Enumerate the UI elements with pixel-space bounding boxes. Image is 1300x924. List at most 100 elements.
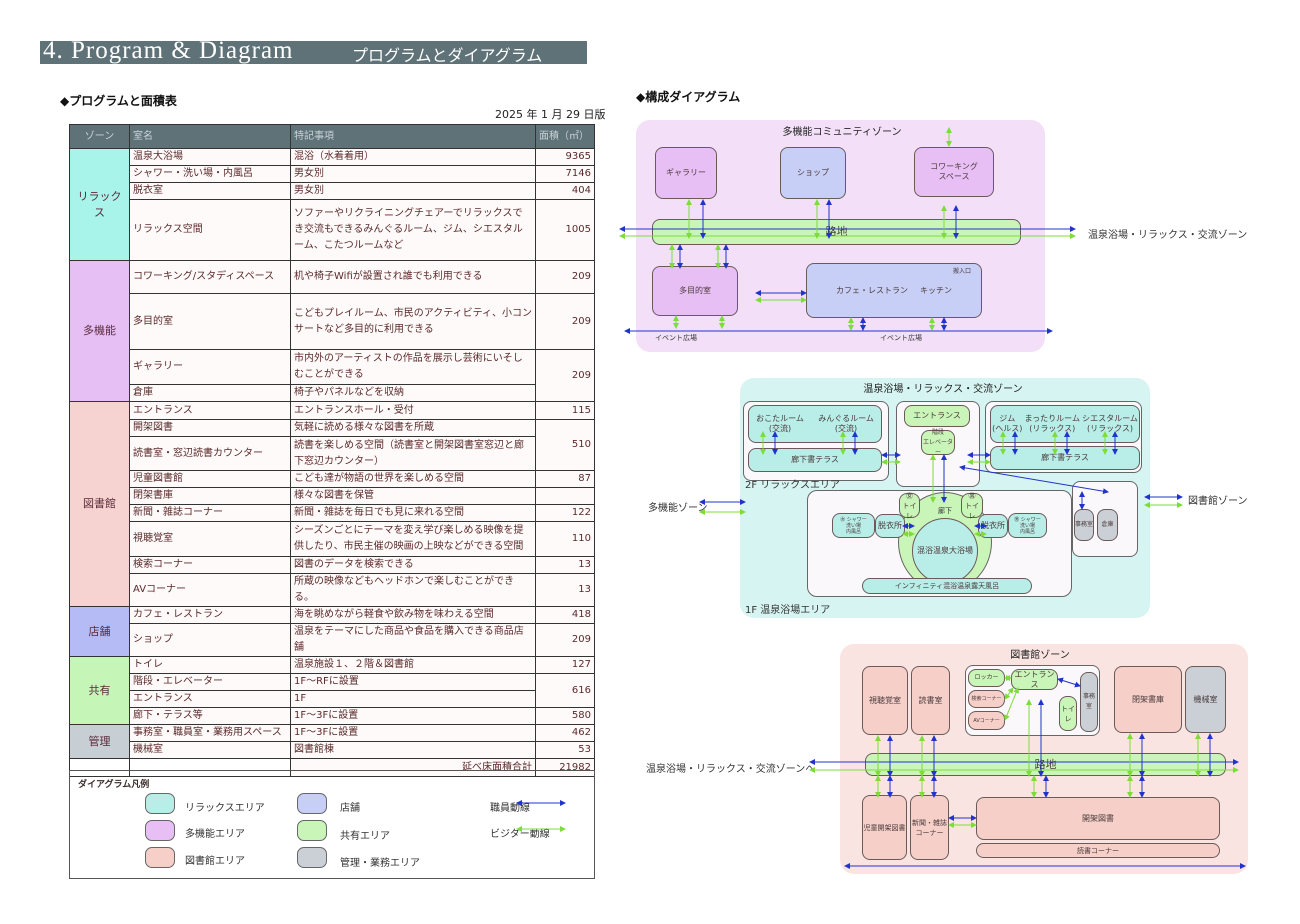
area-cell: 209 bbox=[535, 260, 595, 294]
toilet-male: ㊚ トイレ bbox=[961, 492, 983, 520]
room-cell: 閉架書庫 bbox=[129, 487, 291, 505]
total-area: 21982 bbox=[535, 758, 595, 777]
room-cell: ショップ bbox=[129, 623, 291, 657]
cafe-label: カフェ・レストラン bbox=[836, 285, 908, 295]
room-cell: 読書室・窓辺読書カウンター bbox=[129, 436, 291, 471]
legend-title: ダイアグラム凡例 bbox=[78, 780, 150, 790]
locker: ロッカー bbox=[968, 669, 1005, 687]
room-coworking: コワーキング スペース bbox=[914, 147, 994, 197]
column-header: 室名 bbox=[129, 124, 291, 149]
table-row: 視聴覚室シーズンごとにテーマを変え学び楽しめる映像を提供したり、市民主催の映画の… bbox=[70, 521, 595, 557]
note-cell: 机や椅子Wifiが設置され誰でも利用できる bbox=[290, 260, 536, 294]
room-entrance: エントランス bbox=[904, 405, 970, 427]
room-cell: リラックス空間 bbox=[129, 199, 291, 261]
room-cell: 階段・エレベーター bbox=[129, 673, 291, 691]
program-heading: ◆プログラムと面積表 bbox=[60, 94, 177, 108]
note-cell: 市内外のアーティストの作品を展示し芸術にいそしむことができる bbox=[290, 349, 536, 385]
area-cell: 209 bbox=[535, 623, 595, 657]
room-cell: シャワー・洗い場・内風呂 bbox=[129, 165, 291, 183]
room-cell: カフェ・レストラン bbox=[129, 606, 291, 624]
legend-label: 共有エリア bbox=[340, 831, 390, 842]
table-row: 読書室・窓辺読書カウンター読書を楽しめる空間（読書室と開架図書室窓辺と廊下窓辺カ… bbox=[70, 436, 595, 471]
room-cell: 倉庫 bbox=[129, 384, 291, 402]
area-cell: 110 bbox=[535, 521, 595, 557]
room-storage: 倉庫 bbox=[1097, 509, 1118, 541]
area-cell: 580 bbox=[535, 707, 595, 725]
note-cell: 椅子やパネルなどを収納 bbox=[290, 384, 536, 402]
library-alley: 路地 bbox=[865, 753, 1226, 776]
legend-label: 店舗 bbox=[340, 803, 360, 814]
room-av: 視聴覚室 bbox=[862, 666, 908, 735]
legend-swatch-shared bbox=[297, 820, 327, 841]
infinity-bath: インフィニティ混浴温泉露天風呂 bbox=[862, 578, 1032, 594]
area-cell: 122 bbox=[535, 504, 595, 522]
room-okota: おこたルーム (交流) bbox=[756, 414, 804, 433]
room-cell: 新聞・雑誌コーナー bbox=[129, 504, 291, 522]
table-row: リラックス温泉大浴場混浴（水着着用）9365 bbox=[69, 148, 595, 261]
area-cell: 53 bbox=[535, 741, 595, 759]
page-title-jp: プログラムとダイアグラム bbox=[352, 46, 543, 64]
note-cell: 混浴（水着着用） bbox=[290, 148, 536, 166]
area-cell: 9365 bbox=[535, 148, 595, 166]
note-cell: 男女別 bbox=[290, 165, 536, 183]
shower-female: ㊛ シャワー 洗い場 内風呂 bbox=[832, 513, 875, 538]
note-cell: 1F bbox=[290, 690, 536, 708]
table-row: 多目的室こどもプレイルーム、市民のアクティビティ、小コンサートなど多目的に利用で… bbox=[70, 293, 595, 350]
room-cell: AVコーナー bbox=[129, 573, 291, 607]
room-cafe-restaurant: カフェ・レストラン キッチン 搬入口 bbox=[806, 263, 982, 318]
room-cell: 検索コーナー bbox=[129, 556, 291, 574]
zone-cell: 図書館 bbox=[69, 401, 130, 607]
terrace-right: 廊下書テラス bbox=[990, 446, 1140, 470]
column-header: ゾーン bbox=[69, 124, 130, 149]
floor-2f-label: 2F リラックスエリア bbox=[745, 480, 840, 491]
zone-cell: 管理 bbox=[69, 724, 130, 759]
children-stack: 児童開架図書 bbox=[862, 795, 907, 860]
room-cell: 多目的室 bbox=[129, 293, 291, 350]
note-cell: 所蔵の映像などもヘッドホンで楽しむことができる。 bbox=[290, 573, 536, 607]
area-cell: 127 bbox=[535, 656, 595, 674]
note-cell: 温泉をテーマにした商品や食品を購入できる商品店舗 bbox=[290, 623, 536, 657]
link-multi-zone-label: 多機能ゾーン bbox=[648, 503, 708, 514]
zone-cell: リラックス bbox=[69, 148, 130, 261]
note-cell: 新聞・雑誌を毎日でも見に来れる空間 bbox=[290, 504, 536, 522]
note-cell: 男女別 bbox=[290, 182, 536, 200]
room-cell: エントランス bbox=[129, 690, 291, 708]
area-cell: 209 bbox=[535, 293, 595, 350]
av-corner: AVコーナー bbox=[968, 711, 1005, 730]
note-cell: 海を眺めながら軽食や飲み物を味わえる空間 bbox=[290, 606, 536, 624]
zone-cell: 共有 bbox=[69, 656, 130, 725]
spa-zone-title: 温泉浴場・リラックス・交流ゾーン bbox=[863, 384, 1023, 395]
kitchen-label: キッチン bbox=[920, 285, 952, 295]
area-cell: 115 bbox=[535, 401, 595, 420]
room-cell: 開架図書 bbox=[129, 419, 291, 437]
main-bath: 混浴温泉大浴場 bbox=[912, 518, 978, 584]
note-cell: こども達が物語の世界を楽しめる空間 bbox=[290, 470, 536, 488]
room-gym: ジム (ヘルス) bbox=[992, 414, 1023, 433]
area-cell: 7146 bbox=[535, 165, 595, 183]
library-toilet: トイレ bbox=[1059, 696, 1077, 731]
event-plaza-label: イベント広場 bbox=[655, 334, 697, 342]
room-cell: 温泉大浴場 bbox=[129, 148, 291, 166]
legend-swatch-relax bbox=[145, 793, 175, 814]
table-row: リラックス空間ソファーやリクライニングチェアーでリラックスでき交流もできるみんぐ… bbox=[70, 199, 595, 261]
multi-zone-title: 多機能コミュニティゾーン bbox=[782, 127, 902, 138]
note-cell: 図書のデータを検索できる bbox=[290, 556, 536, 574]
area-cell: 510 bbox=[535, 419, 595, 471]
table-row: AVコーナー所蔵の映像などもヘッドホンで楽しむことができる。13 bbox=[70, 573, 595, 607]
area-cell: 209 bbox=[535, 349, 595, 402]
search-corner: 検索コーナー bbox=[968, 690, 1005, 708]
room-cell: 脱衣室 bbox=[129, 182, 291, 200]
room-mingle: みんぐるルーム (交流) bbox=[818, 414, 874, 433]
area-cell: 13 bbox=[535, 573, 595, 607]
